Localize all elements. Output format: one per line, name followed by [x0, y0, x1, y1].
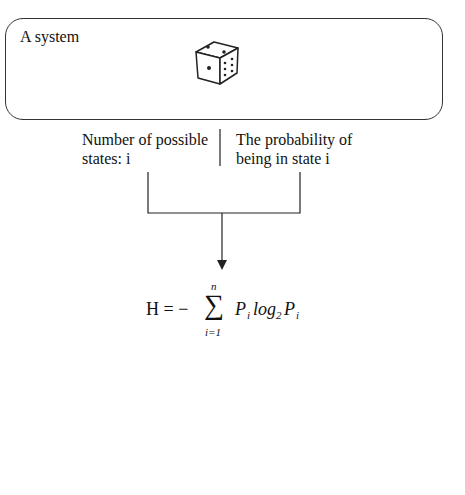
formula-p: P — [235, 300, 246, 318]
probability-label: The probability of being in state i — [236, 130, 376, 168]
states-label: Number of possible states: i — [82, 130, 214, 168]
system-label: A system — [20, 28, 79, 46]
system-box: A system — [5, 18, 443, 120]
subscript: 2 — [276, 310, 282, 321]
dice-icon — [196, 42, 238, 84]
subscript: i — [247, 310, 250, 321]
formula-h: H = − — [146, 300, 188, 318]
formula-p: P — [284, 300, 295, 318]
arrow-shaft — [221, 213, 222, 262]
formula-log: log — [253, 300, 276, 318]
subscript: i — [296, 310, 299, 321]
sum-symbol: ∑ — [204, 291, 224, 319]
divider-line — [219, 129, 220, 166]
sum-upper: n — [211, 281, 217, 292]
arrow-head — [217, 260, 227, 270]
sum-lower: i=1 — [205, 327, 221, 338]
bracket — [148, 172, 300, 213]
